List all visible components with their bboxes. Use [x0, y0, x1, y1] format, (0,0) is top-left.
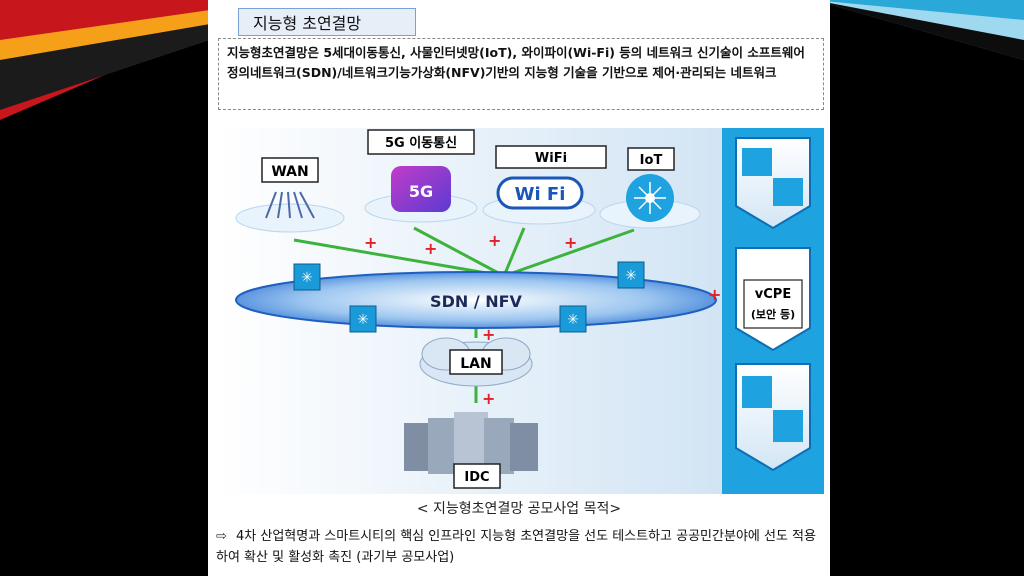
sdn-nfv-label: SDN / NFV: [430, 292, 523, 311]
page-title: 지능형 초연결망: [238, 8, 416, 36]
document-panel: 지능형 초연결망 지능형초연결망은 5세대이동통신, 사물인터넷망(IoT), …: [208, 0, 830, 576]
wifi-logo-text: Wi Fi: [515, 184, 566, 205]
idc-label: IDC: [464, 470, 489, 485]
plus-marker: +: [488, 231, 501, 250]
arrow-icon: ⇨: [216, 529, 227, 544]
connection-lines: [293, 226, 635, 403]
switch-icon: ✳: [617, 261, 645, 289]
5g-title-label: 5G 이동통신: [385, 135, 457, 151]
5g-logo-text: 5G: [409, 182, 433, 201]
svg-text:✳: ✳: [357, 312, 369, 328]
decorative-accent-right: [814, 0, 1024, 60]
lan-cloud: LAN: [419, 337, 533, 387]
iot-label: IoT: [640, 153, 663, 168]
security-shields: vCPE (보안 등): [722, 128, 824, 494]
vcpe-sub-label: (보안 등): [751, 307, 795, 321]
wan-label: WAN: [271, 164, 308, 180]
wifi-label: WiFi: [535, 151, 567, 166]
description-box: 지능형초연결망은 5세대이동통신, 사물인터넷망(IoT), 와이파이(Wi-F…: [218, 38, 824, 110]
vcpe-label: vCPE: [755, 287, 791, 302]
plus-marker: +: [424, 239, 437, 258]
vcpe-shield-icon: vCPE (보안 등): [735, 247, 811, 352]
5g-node: 5G 이동통신 5G: [364, 129, 478, 223]
wifi-logo-icon: [496, 176, 584, 210]
svg-text:✳: ✳: [567, 312, 579, 328]
5g-cloud-icon: [391, 166, 451, 212]
plus-marker: +: [482, 325, 495, 344]
shield-icon: [735, 363, 811, 472]
plus-marker: +: [564, 233, 577, 252]
plus-marker: +: [482, 389, 495, 408]
wan-node: WAN: [235, 157, 345, 233]
svg-text:✳: ✳: [625, 268, 637, 284]
bullet-text: 4차 산업혁명과 스마트시티의 핵심 인프라인 지능형 초연결망을 선도 테스트…: [216, 529, 816, 565]
switch-icon: ✳: [293, 263, 321, 291]
iot-node: IoT: [599, 147, 701, 229]
wifi-node: WiFi Wi Fi: [482, 145, 607, 225]
plus-marker: +: [364, 233, 377, 252]
switch-icon: ✳: [559, 305, 587, 333]
plus-marker: +: [708, 285, 721, 304]
decorative-accent-left: [0, 0, 210, 120]
svg-text:✳: ✳: [301, 270, 313, 286]
shield-icon: [735, 137, 811, 230]
diagram-caption: < 지능형초연결망 공모사업 목적>: [416, 501, 622, 517]
switch-icon: ✳: [349, 305, 377, 333]
bullet-paragraph: ⇨4차 산업혁명과 스마트시티의 핵심 인프라인 지능형 초연결망을 선도 테스…: [216, 526, 822, 568]
fiber-cable-icon: [265, 191, 315, 219]
lan-label: LAN: [460, 356, 491, 372]
network-diagram: WAN 5G 이동통신 5G WiFi Wi Fi: [214, 128, 824, 494]
idc-server-icon: IDC: [404, 412, 538, 489]
